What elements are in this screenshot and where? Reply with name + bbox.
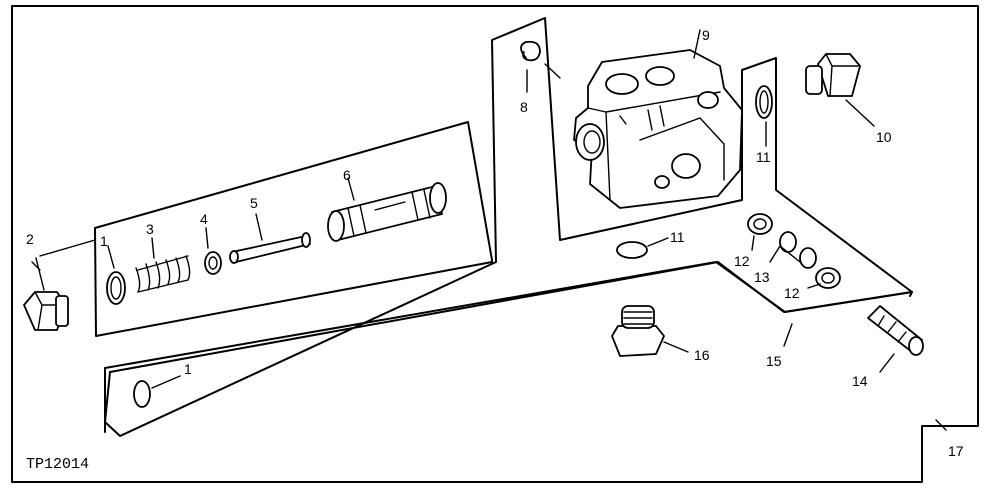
part-12-washer-lower-hole — [821, 272, 835, 284]
callout-1a: 1 — [100, 233, 108, 249]
callout-15: 15 — [766, 353, 782, 369]
leader-11b — [647, 237, 669, 247]
callout-12a: 12 — [734, 253, 750, 269]
part-8-clip — [520, 40, 561, 93]
figure-frame — [11, 5, 979, 483]
part-11-oring-upper — [755, 85, 773, 119]
callout-11a: 11 — [756, 149, 771, 165]
part-2-hex-plug — [23, 257, 69, 331]
callout-4: 4 — [200, 211, 208, 227]
part-5-pin — [229, 232, 311, 264]
part-11-oring-upper-inner — [759, 90, 769, 114]
panel-lower — [104, 261, 913, 369]
part-9-valve-body — [573, 29, 743, 209]
leaders-12-13 — [751, 235, 821, 289]
callout-2: 2 — [26, 231, 34, 247]
part-13-ring-a — [779, 231, 797, 253]
part-1-oring — [106, 271, 126, 305]
panel-spool-group — [94, 121, 493, 337]
part-13-ring-b — [799, 247, 817, 269]
part-1-oring-lower — [133, 380, 151, 408]
part-12-washer-upper-hole — [753, 218, 767, 230]
part-12-washer-upper — [747, 213, 773, 235]
callout-8: 8 — [520, 99, 528, 115]
figure-caption: TP12014 — [26, 456, 89, 473]
callout-10: 10 — [876, 129, 892, 145]
leaders-misc — [39, 177, 947, 431]
callout-6: 6 — [343, 167, 351, 183]
callout-14: 14 — [852, 373, 868, 389]
part-12-washer-lower — [815, 267, 841, 289]
callout-9: 9 — [702, 27, 710, 43]
part-6-spool — [327, 182, 447, 242]
panel-valve-body — [104, 17, 913, 437]
leader-1b — [151, 375, 181, 389]
callout-11b: 11 — [670, 229, 685, 245]
part-11-oring-lower — [616, 241, 648, 259]
part-4-washer-hole — [208, 256, 218, 270]
callout-1b: 1 — [184, 361, 192, 377]
part-14-fitting — [867, 305, 924, 373]
part-1-oring-inner — [110, 276, 122, 300]
callout-12b: 12 — [784, 285, 800, 301]
callout-13: 13 — [754, 269, 770, 285]
callout-3: 3 — [146, 221, 154, 237]
part-10-hex-plug — [805, 53, 875, 127]
callout-16: 16 — [694, 347, 710, 363]
part-4-washer — [204, 251, 222, 275]
callout-17: 17 — [948, 443, 964, 459]
part-3-spring — [135, 255, 191, 293]
callout-5: 5 — [250, 195, 258, 211]
part-16-plug — [611, 305, 689, 357]
